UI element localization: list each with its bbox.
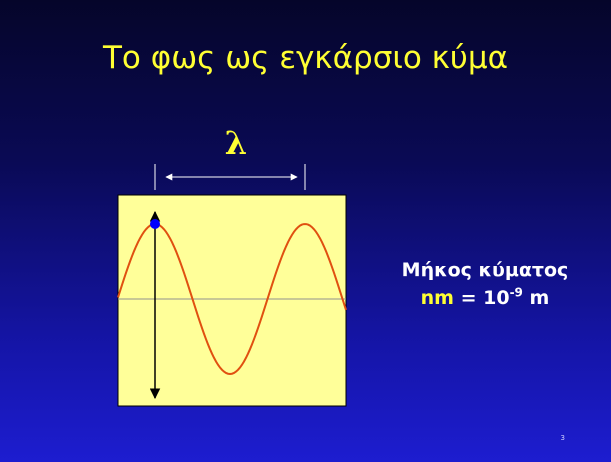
equals-text: = 10 (453, 287, 510, 309)
page-number: 3 (560, 434, 565, 442)
unit-line: nm = 10-9 m (360, 284, 610, 312)
wavelength-text: Μήκος κύματος (401, 259, 569, 281)
unit-suffix: m (522, 287, 550, 309)
crest-dot (150, 219, 160, 229)
slide-title: Το φως ως εγκάρσιο κύμα (102, 40, 509, 76)
wavelength-label: Μήκος κύματος nm = 10-9 m (360, 256, 610, 312)
exponent: -9 (509, 285, 523, 300)
unit-name: nm (420, 287, 454, 309)
lambda-symbol: λ (224, 124, 248, 162)
